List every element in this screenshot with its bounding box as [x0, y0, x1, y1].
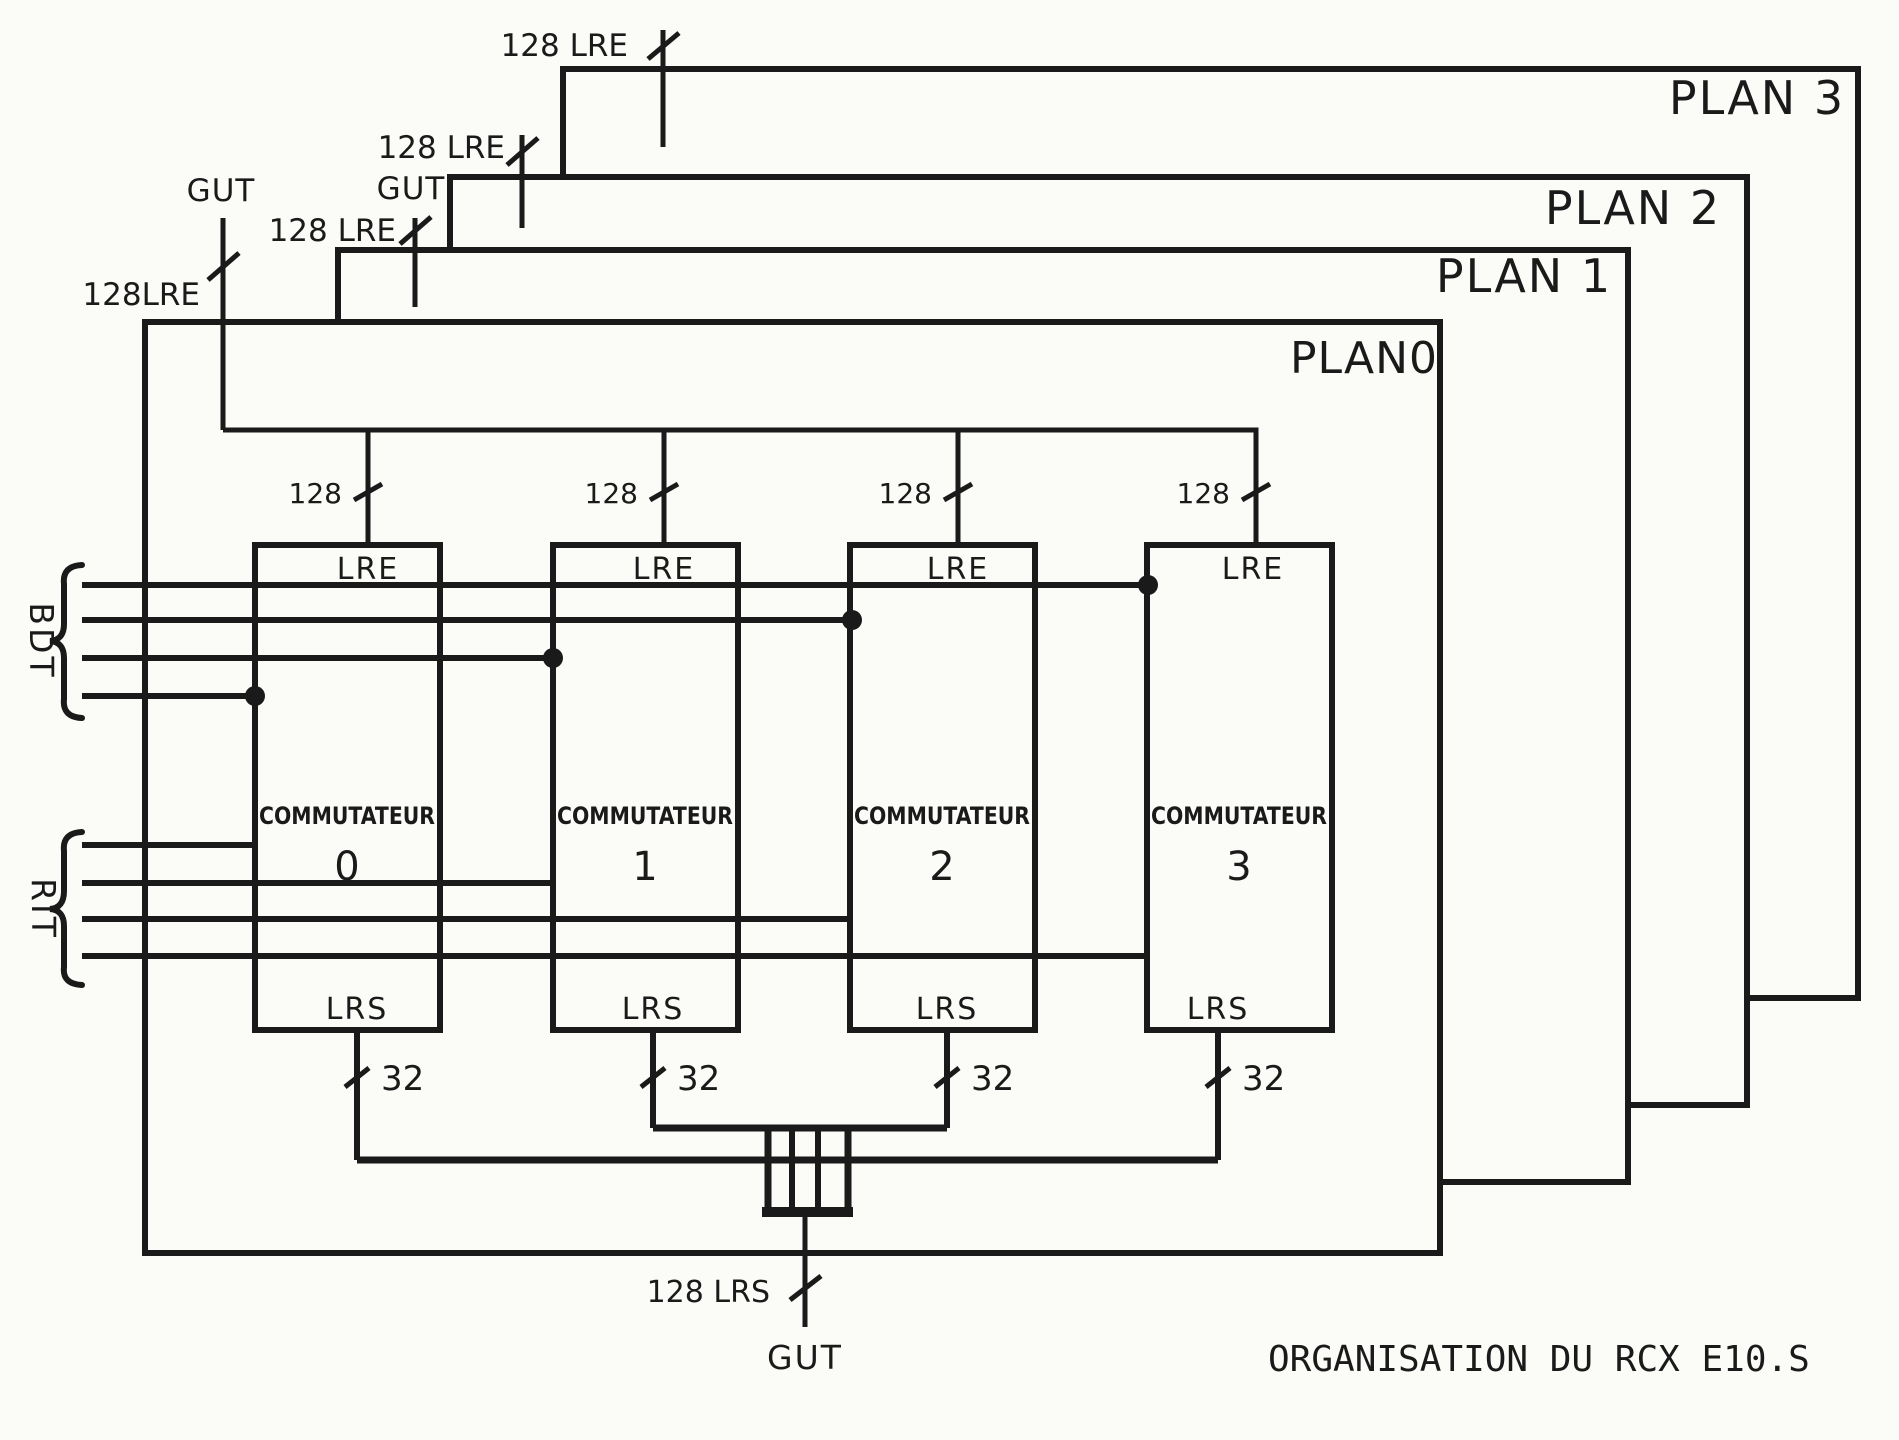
- plan2-feed-width-tick: [505, 136, 540, 167]
- lre-drop-3-width-tick: [1240, 481, 1272, 503]
- commutateur-2-name: COMMUTATEUR: [854, 802, 1030, 830]
- lrs-stub-0-width-tick: [343, 1066, 371, 1089]
- lre-drop-2-width-tick: [942, 481, 974, 503]
- bdt-bus: BDT: [22, 562, 1158, 721]
- plan1-gut-label: GUT: [377, 171, 446, 207]
- plan3-feed: 128 LRE: [501, 28, 681, 147]
- lrs-stub-1-count: 32: [677, 1059, 720, 1099]
- diagram-title: ORGANISATION DU RCX E10.S: [1268, 1339, 1810, 1380]
- commutateur-2-box: [847, 542, 1038, 1033]
- commutateur-1-labels: LRE COMMUTATEUR 1 LRS: [557, 552, 733, 1027]
- commutateur-3-lre-label: LRE: [1222, 552, 1285, 587]
- lre-drop-1-width-tick: [648, 481, 680, 503]
- lrs-stub-3-width-tick: [1204, 1066, 1232, 1089]
- plan0-feed: GUT 128LRE: [82, 173, 256, 430]
- commutateur-0-lre-label: LRE: [337, 552, 400, 587]
- plan0-label: PLAN0: [1290, 333, 1438, 384]
- gut-output-width-tick: [788, 1274, 823, 1302]
- lrs-total-count: 128 LRS: [647, 1275, 770, 1310]
- plan0-feed-width-tick: [206, 251, 241, 282]
- commutateur-labels: LRE COMMUTATEUR 0 LRS LRE COMMUTATEUR 1 …: [259, 552, 1327, 1027]
- commutateur-2-lre-label: LRE: [927, 552, 990, 587]
- plan3-label: PLAN 3: [1669, 71, 1845, 125]
- plan1-feed-label: 128 LRE: [269, 213, 396, 249]
- bdt-brace: [49, 562, 85, 721]
- commutateur-3-number: 3: [1226, 844, 1251, 890]
- plan0-feed-label: 128LRE: [82, 277, 200, 313]
- plan2-feed-label: 128 LRE: [378, 130, 505, 166]
- lre-drop-0-count: 128: [289, 477, 342, 510]
- bdt-junction-dot-3: [1138, 575, 1158, 595]
- commutateur-0-labels: LRE COMMUTATEUR 0 LRS: [259, 552, 435, 1027]
- commutateur-3-lrs-label: LRS: [1187, 992, 1250, 1027]
- rit-bus: RIT: [24, 829, 1147, 988]
- lre-drop-2-count: 128: [879, 477, 932, 510]
- rit-brace: [49, 829, 85, 988]
- commutateur-0-number: 0: [334, 844, 359, 890]
- commutateur-boxes: [252, 542, 1335, 1033]
- plan3-feed-label: 128 LRE: [501, 28, 628, 64]
- lrs-stub-1-width-tick: [639, 1066, 667, 1089]
- plan0-gut-label: GUT: [187, 173, 256, 209]
- lre-drop-3-count: 128: [1177, 477, 1230, 510]
- lrs-collector: 32 32 32 32 128 LRS GUT: [343, 1030, 1285, 1377]
- lrs-stub-2-width-tick: [933, 1066, 961, 1089]
- plan2-label: PLAN 2: [1545, 181, 1721, 235]
- lre-drop-0-width-tick: [352, 481, 384, 503]
- commutateur-1-lre-label: LRE: [633, 552, 696, 587]
- commutateur-2-labels: LRE COMMUTATEUR 2 LRS: [854, 552, 1030, 1027]
- commutateur-3-name: COMMUTATEUR: [1151, 802, 1327, 830]
- commutateur-2-lrs-label: LRS: [916, 992, 979, 1027]
- lre-distribution-bus: 128 128 128 128: [223, 427, 1272, 545]
- bdt-junction-dot-1: [543, 648, 563, 668]
- lrs-stub-2-count: 32: [971, 1059, 1014, 1099]
- rit-label: RIT: [24, 878, 63, 940]
- lre-bus-line: [223, 427, 1259, 545]
- bdt-junction-dot-2: [842, 610, 862, 630]
- plan1-feed-width-tick: [398, 215, 433, 246]
- plane-feeds: 128 LRE 128 LRE GUT 128 LRE GUT 128LRE: [82, 28, 681, 430]
- commutateur-1-box: [550, 542, 741, 1033]
- plan1-label: PLAN 1: [1436, 249, 1612, 303]
- gut-output-label: GUT: [767, 1338, 843, 1377]
- commutateur-2-number: 2: [929, 844, 954, 890]
- commutateur-3-labels: LRE COMMUTATEUR 3 LRS: [1151, 552, 1327, 1027]
- commutateur-1-number: 1: [632, 844, 657, 890]
- plan1-feed: GUT 128 LRE: [269, 171, 446, 307]
- commutateur-0-lrs-label: LRS: [326, 992, 389, 1027]
- commutateur-0-box: [252, 542, 443, 1033]
- lrs-stub-0-count: 32: [381, 1059, 424, 1099]
- bdt-label: BDT: [22, 602, 61, 679]
- plan2-feed: 128 LRE: [378, 130, 540, 228]
- commutateur-1-lrs-label: LRS: [622, 992, 685, 1027]
- commutateur-1-name: COMMUTATEUR: [557, 802, 733, 830]
- plane-labels: PLAN 3 PLAN 2 PLAN 1 PLAN0: [1290, 71, 1845, 384]
- commutateur-0-name: COMMUTATEUR: [259, 802, 435, 830]
- plan3-feed-width-tick: [646, 31, 681, 61]
- lrs-stub-3-count: 32: [1242, 1059, 1285, 1099]
- lre-drop-1-count: 128: [585, 477, 638, 510]
- bdt-junction-dot-0: [245, 686, 265, 706]
- commutateur-3-box: [1144, 542, 1335, 1033]
